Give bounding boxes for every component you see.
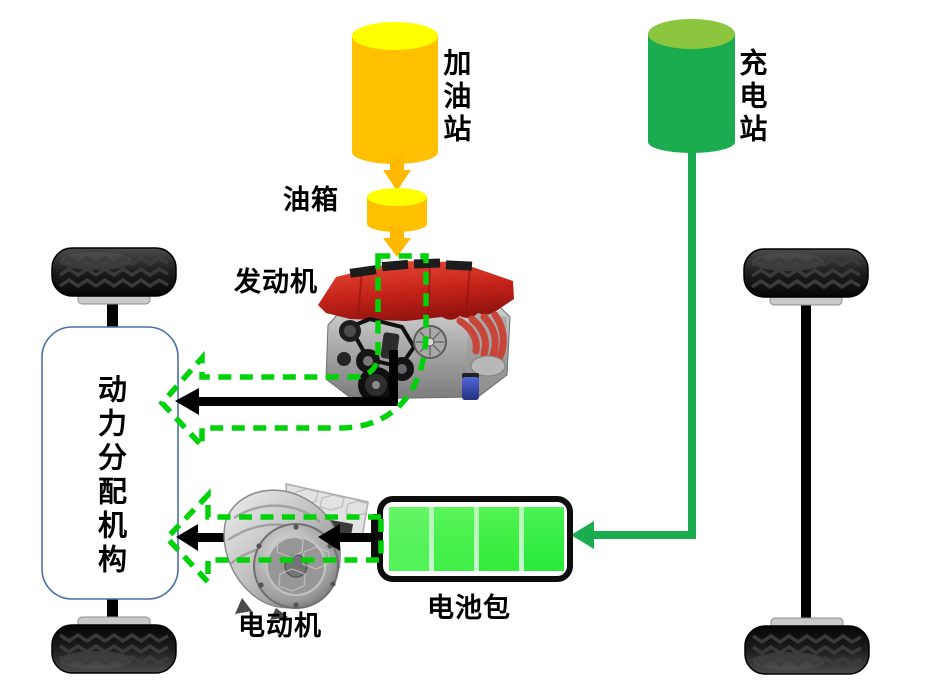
axle-front-left	[107, 296, 118, 328]
fuel-tank-label: 油箱	[283, 185, 339, 215]
engine-label: 发动机	[234, 267, 318, 297]
wheel-rear-left	[52, 617, 176, 673]
battery-label: 电池包	[427, 593, 511, 623]
electric-motor-illustration	[223, 483, 369, 620]
wheel-front-right	[744, 249, 868, 305]
engine-exhaust-headers	[456, 311, 507, 364]
engine-oil-filter	[462, 377, 479, 400]
power-arrow-battery-to-motor	[318, 524, 375, 551]
power-arrow-motor-to-splitter	[176, 524, 240, 551]
wheel-front-left	[52, 248, 176, 304]
fuel-arrow-station-to-tank	[383, 156, 411, 191]
battery-pack	[371, 496, 573, 582]
motor-label: 电动机	[238, 611, 322, 641]
fuel-tank-cylinder	[367, 188, 427, 232]
wheel-rear-right	[745, 618, 869, 674]
charging-station-label: 充电站	[736, 48, 768, 147]
battery-cells	[389, 507, 564, 571]
energy-arrow-battery-to-splitter	[163, 488, 384, 589]
energy-flow-arrows	[158, 253, 429, 589]
power-split-label: 动力分配机构	[93, 374, 126, 578]
charge-arrow-station-to-battery	[571, 148, 696, 549]
engine-intake-slots	[349, 258, 473, 278]
axle-right	[801, 296, 811, 622]
fuel-arrow-tank-to-engine	[383, 226, 411, 257]
energy-arrow-engine-to-splitter	[158, 253, 429, 453]
axle-rear-left	[107, 597, 118, 621]
power-arrow-engine-to-splitter	[175, 350, 398, 415]
gas-station-cylinder	[352, 22, 438, 164]
power-split-box	[41, 326, 179, 600]
gas-station-label: 加油站	[440, 48, 472, 147]
charging-station-cylinder	[648, 19, 735, 153]
